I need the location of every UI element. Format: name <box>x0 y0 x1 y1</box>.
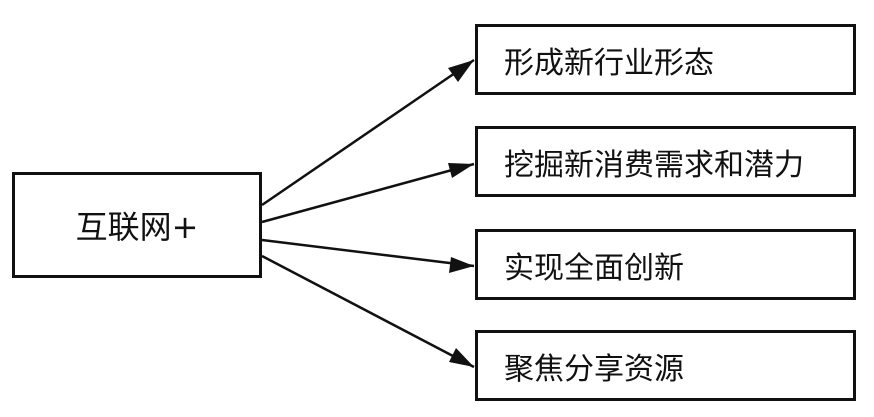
target-node-0: 形成新行业形态 <box>475 24 856 95</box>
source-node: 互联网+ <box>12 172 262 278</box>
target-node-label: 形成新行业形态 <box>504 45 714 81</box>
arrow-to-target-2 <box>261 238 475 268</box>
source-node-label: 互联网+ <box>75 208 199 246</box>
target-node-1: 挖掘新消费需求和潜力 <box>475 126 856 197</box>
arrowhead-1 <box>448 163 474 178</box>
arrow-to-target-0 <box>261 58 475 207</box>
arrowhead-2 <box>449 257 474 273</box>
arrowhead-0 <box>448 60 474 82</box>
arrow-to-target-3 <box>261 254 475 369</box>
arrowhead-3 <box>449 348 474 367</box>
arrow-to-target-1 <box>261 162 475 224</box>
target-node-label: 实现全面创新 <box>504 250 684 286</box>
target-node-label: 挖掘新消费需求和潜力 <box>504 147 804 183</box>
target-node-2: 实现全面创新 <box>475 229 856 300</box>
target-node-label: 聚焦分享资源 <box>504 351 684 387</box>
target-node-3: 聚焦分享资源 <box>475 330 856 401</box>
